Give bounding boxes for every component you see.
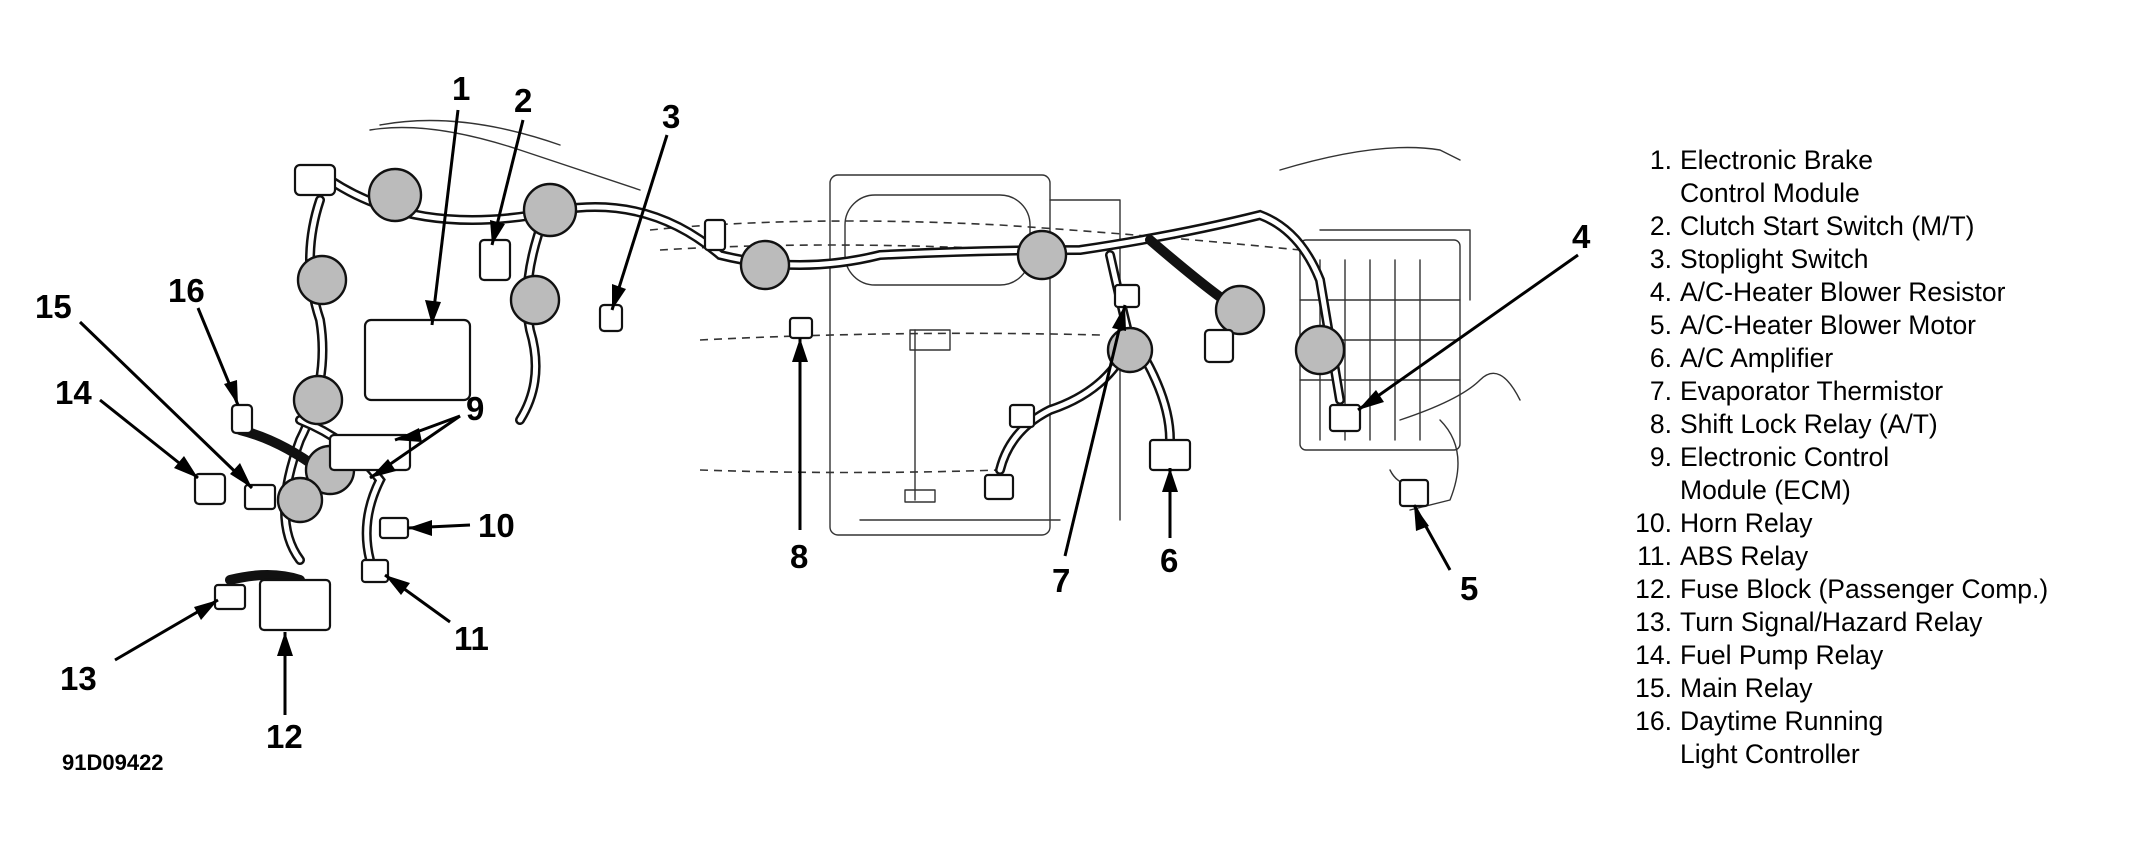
callout-12: 12 bbox=[266, 718, 303, 755]
horn-relay bbox=[378, 516, 410, 540]
legend-item: 7. Evaporator Thermistor bbox=[1620, 375, 2140, 408]
abs-relay bbox=[360, 558, 390, 584]
electronic-brake-control-module bbox=[363, 318, 472, 402]
kick-panel-connector bbox=[293, 163, 337, 197]
ac-amplifier bbox=[1148, 438, 1192, 472]
callout-16: 16 bbox=[168, 272, 205, 309]
callout-11: 11 bbox=[454, 620, 489, 657]
legend-item-number: 2. bbox=[1649, 211, 1672, 241]
legend-item-text: Fuel Pump Relay bbox=[1680, 640, 1884, 670]
legend-item: 9. Electronic Control Module (ECM) bbox=[1620, 441, 2140, 507]
legend-item-number: 8. bbox=[1649, 409, 1672, 439]
evaporator-thermistor bbox=[1113, 283, 1141, 309]
legend-item-text: Daytime Running Light Controller bbox=[1680, 706, 1884, 769]
legend-item: 10. Horn Relay bbox=[1620, 507, 2140, 540]
legend-item-text: Fuse Block (Passenger Comp.) bbox=[1680, 574, 2049, 604]
legend-item: 15. Main Relay bbox=[1620, 672, 2140, 705]
callout-13: 13 bbox=[60, 660, 97, 697]
legend-item-number: 6. bbox=[1649, 343, 1672, 373]
legend-item: 16. Daytime Running Light Controller bbox=[1620, 705, 2140, 771]
legend-item-text: A/C-Heater Blower Resistor bbox=[1680, 277, 2006, 307]
callout-10: 10 bbox=[478, 507, 515, 544]
legend-item-number: 12. bbox=[1635, 574, 1672, 604]
main-relay bbox=[243, 483, 277, 511]
legend-item: 11. ABS Relay bbox=[1620, 540, 2140, 573]
callout-arrowheads bbox=[174, 220, 1429, 656]
heater-unit bbox=[829, 174, 1121, 536]
legend-item-text: A/C-Heater Blower Motor bbox=[1680, 310, 1977, 340]
turn-signal-relay bbox=[213, 583, 247, 611]
harness-clip bbox=[703, 218, 727, 252]
drl-controller bbox=[230, 403, 254, 435]
legend-item-number: 14. bbox=[1635, 640, 1672, 670]
legend-item: 13. Turn Signal/Hazard Relay bbox=[1620, 606, 2140, 639]
callout-3: 3 bbox=[662, 98, 680, 135]
legend-item-number: 13. bbox=[1635, 607, 1672, 637]
legend-item-text: Main Relay bbox=[1680, 673, 1813, 703]
ecm bbox=[328, 433, 412, 472]
callout-8: 8 bbox=[790, 538, 808, 575]
callout-7: 7 bbox=[1052, 562, 1070, 599]
legend-item: 1. Electronic Brake Control Module bbox=[1620, 144, 2140, 210]
legend-item-number: 11. bbox=[1637, 541, 1672, 571]
legend-item-text: Turn Signal/Hazard Relay bbox=[1680, 607, 1983, 637]
vent-connector bbox=[1203, 328, 1235, 364]
legend-item-number: 15. bbox=[1635, 673, 1672, 703]
legend-item-number: 7. bbox=[1649, 376, 1672, 406]
legend-item-text: Horn Relay bbox=[1680, 508, 1813, 538]
legend-item-text: ABS Relay bbox=[1680, 541, 1809, 571]
legend-item: 6. A/C Amplifier bbox=[1620, 342, 2140, 375]
callout-14: 14 bbox=[55, 374, 92, 411]
callout-numbers: 1 2 3 4 5 6 7 8 9 10 11 12 13 14 15 16 bbox=[35, 70, 1591, 755]
callout-6: 6 bbox=[1160, 542, 1178, 579]
legend-item-text: Shift Lock Relay (A/T) bbox=[1680, 409, 1938, 439]
legend-item-text: Electronic Brake Control Module bbox=[1680, 145, 1873, 208]
clutch-start-switch bbox=[478, 238, 512, 282]
legend-item: 3. Stoplight Switch bbox=[1620, 243, 2140, 276]
legend-item-text: Electronic Control Module (ECM) bbox=[1680, 442, 1890, 505]
callout-5: 5 bbox=[1460, 570, 1478, 607]
harness-connector-a bbox=[983, 473, 1015, 501]
callout-9: 9 bbox=[466, 390, 484, 427]
legend-item-text: Clutch Start Switch (M/T) bbox=[1680, 211, 1975, 241]
legend-item-number: 4. bbox=[1649, 277, 1672, 307]
legend-item: 8. Shift Lock Relay (A/T) bbox=[1620, 408, 2140, 441]
callout-4: 4 bbox=[1572, 218, 1591, 255]
blower-resistor bbox=[1328, 403, 1362, 433]
stoplight-switch bbox=[598, 303, 624, 333]
legend-item-number: 16. bbox=[1635, 706, 1672, 736]
fuse-block bbox=[258, 578, 332, 632]
legend-item-text: Stoplight Switch bbox=[1680, 244, 1869, 274]
callout-15: 15 bbox=[35, 288, 72, 325]
callout-2: 2 bbox=[514, 82, 532, 119]
legend-item: 14. Fuel Pump Relay bbox=[1620, 639, 2140, 672]
legend-item-text: Evaporator Thermistor bbox=[1680, 376, 1944, 406]
blower-motor bbox=[1398, 478, 1430, 508]
legend-item-number: 10. bbox=[1635, 508, 1672, 538]
shift-lock-relay bbox=[788, 316, 814, 340]
callout-1: 1 bbox=[452, 70, 470, 107]
fuel-pump-relay bbox=[193, 472, 227, 506]
legend-item-number: 3. bbox=[1649, 244, 1672, 274]
components bbox=[193, 163, 1430, 632]
component-legend: 1. Electronic Brake Control Module 2. Clutc… bbox=[1620, 144, 2140, 771]
legend-item: 2. Clutch Start Switch (M/T) bbox=[1620, 210, 2140, 243]
legend-item-text: A/C Amplifier bbox=[1680, 343, 1834, 373]
harness-connector-b bbox=[1008, 403, 1036, 429]
legend-item-number: 1. bbox=[1649, 145, 1672, 175]
legend-item-number: 5. bbox=[1649, 310, 1672, 340]
figure-code: 91D09422 bbox=[62, 750, 164, 775]
legend-item: 4. A/C-Heater Blower Resistor bbox=[1620, 276, 2140, 309]
legend-item-number: 9. bbox=[1649, 442, 1672, 472]
legend-item: 12. Fuse Block (Passenger Comp.) bbox=[1620, 573, 2140, 606]
harness-grommets bbox=[276, 167, 1346, 524]
legend-item: 5. A/C-Heater Blower Motor bbox=[1620, 309, 2140, 342]
